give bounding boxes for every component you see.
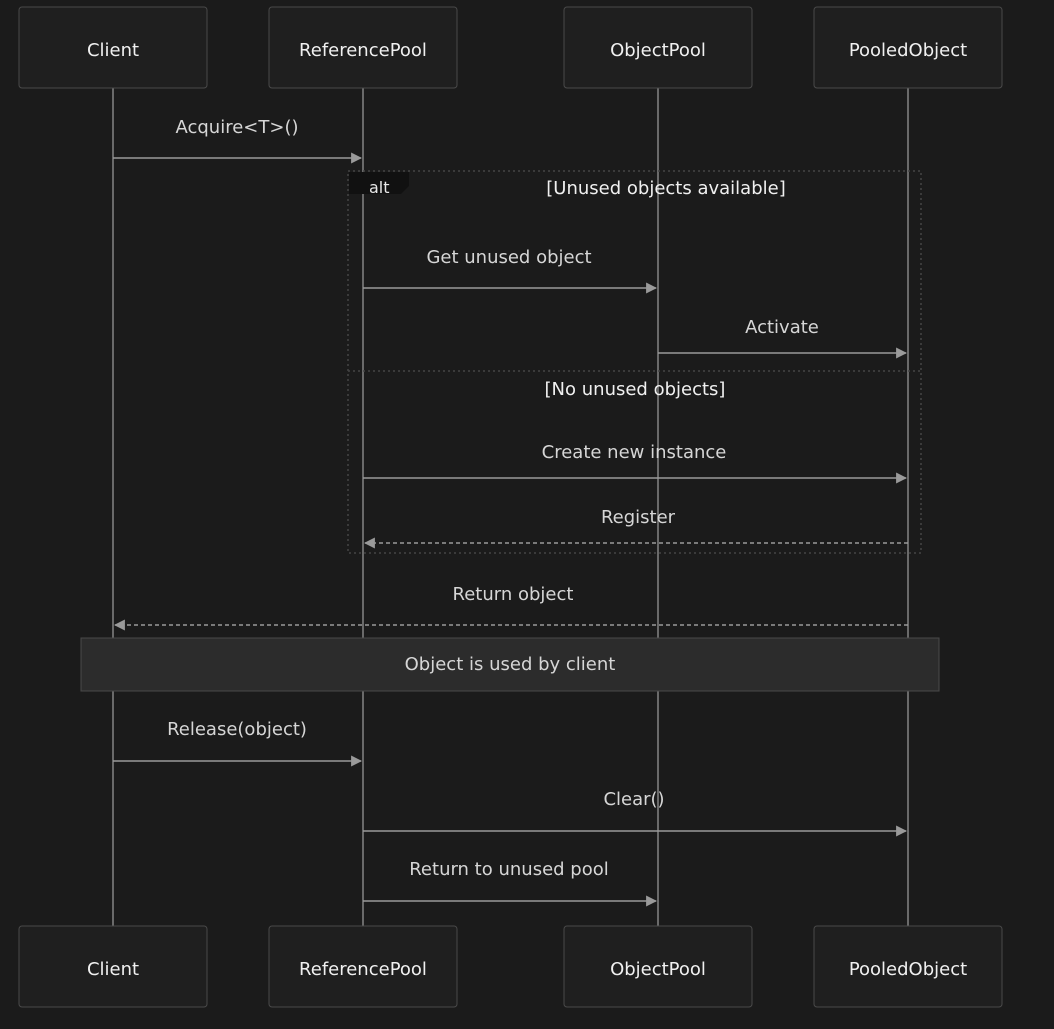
actor-label: PooledObject — [849, 40, 967, 61]
message-label: Get unused object — [426, 247, 591, 268]
actor-pooledobject-top: PooledObject — [813, 6, 1003, 89]
alt-frame-border — [347, 170, 922, 554]
actor-label: ObjectPool — [610, 40, 706, 61]
message-clear: Clear() — [363, 789, 908, 837]
actor-label: ReferencePool — [299, 40, 427, 61]
actor-box — [813, 925, 1003, 1008]
message-label: Acquire<T>() — [175, 117, 298, 138]
message-label: Return object — [453, 584, 574, 605]
actor-label: ObjectPool — [610, 959, 706, 980]
alt-condition-no-unused: [No unused objects] — [545, 379, 726, 400]
actor-referencepool-bottom: ReferencePool — [268, 925, 458, 1008]
actor-label: ReferencePool — [299, 959, 427, 980]
message-label: Return to unused pool — [409, 859, 609, 880]
alt-condition-unused-available: [Unused objects available] — [546, 178, 785, 199]
alt-frame: alt [Unused objects available] [No unuse… — [347, 170, 922, 554]
actor-label: PooledObject — [849, 959, 967, 980]
actor-box — [268, 925, 458, 1008]
actor-box — [18, 925, 208, 1008]
alt-frame-operator: alt — [369, 178, 390, 197]
message-label: Create new instance — [542, 442, 727, 463]
message-activate: Activate — [658, 317, 908, 359]
message-label: Release(object) — [167, 719, 307, 740]
actor-box — [563, 925, 753, 1008]
note-object-used: Object is used by client — [80, 637, 940, 692]
actor-box — [813, 6, 1003, 89]
actor-referencepool-top: ReferencePool — [268, 6, 458, 89]
message-return-to-unused-pool: Return to unused pool — [363, 859, 658, 907]
actor-objectpool-top: ObjectPool — [563, 6, 753, 89]
message-label: Clear() — [603, 789, 664, 810]
actor-objectpool-bottom: ObjectPool — [563, 925, 753, 1008]
message-label: Register — [601, 507, 676, 528]
alt-frame-tab — [349, 172, 409, 194]
message-get-unused-object: Get unused object — [363, 247, 658, 294]
actor-client-top: Client — [18, 6, 208, 89]
message-create-new-instance: Create new instance — [363, 442, 908, 484]
actor-label: Client — [87, 959, 139, 980]
message-register: Register — [363, 507, 908, 549]
actor-label: Client — [87, 40, 139, 61]
actor-pooledobject-bottom: PooledObject — [813, 925, 1003, 1008]
message-return-object: Return object — [113, 584, 908, 631]
message-release: Release(object) — [113, 719, 363, 767]
note-text: Object is used by client — [405, 654, 616, 675]
message-label: Activate — [745, 317, 819, 338]
actor-client-bottom: Client — [18, 925, 208, 1008]
message-acquire: Acquire<T>() — [113, 117, 363, 164]
actor-box — [563, 6, 753, 89]
actor-box — [268, 6, 458, 89]
note-box — [80, 637, 940, 692]
actor-box — [18, 6, 208, 89]
